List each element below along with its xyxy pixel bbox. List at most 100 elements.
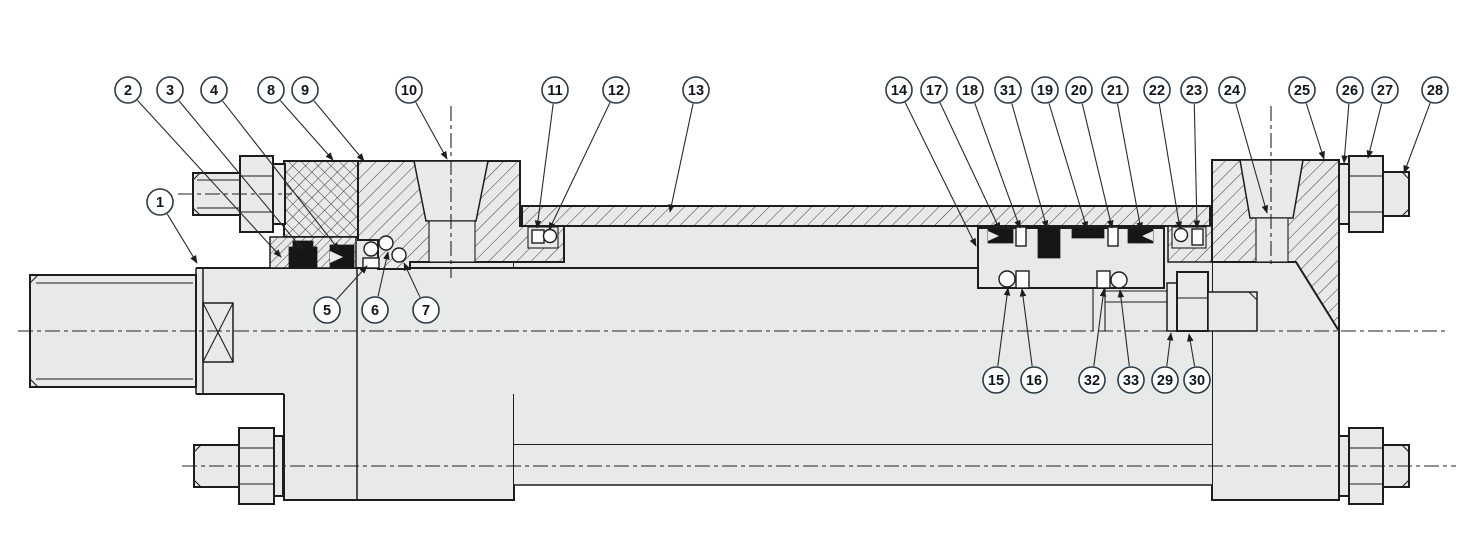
wear-ring [1071,227,1105,239]
cushion-sleeve [1092,288,1167,331]
gland-oring-c [391,247,407,263]
balloon-21 [1101,76,1129,104]
rod-seal [288,240,318,269]
tube-gasket-right [1191,228,1204,246]
piston-gasket-oring-left [998,270,1016,288]
balloon-number-31: 31 [1000,83,1016,99]
wiper-seal [329,244,355,269]
balloon-number-22: 22 [1149,83,1165,99]
leader-26 [1341,103,1350,164]
leader-12 [548,102,611,231]
piston-seal-right-lip [1142,231,1153,241]
balloon-number-16: 16 [1026,373,1042,389]
balloon-2 [114,76,142,104]
balloon-32 [1078,366,1106,394]
leader-18 [974,102,1021,229]
balloon-12 [602,76,630,104]
balloon-number-3: 3 [166,83,174,99]
leader-9 [313,100,365,162]
balloon-number-8: 8 [267,83,275,99]
leader-28 [1403,102,1431,174]
leader-7 [403,262,421,298]
balloon-number-23: 23 [1186,83,1202,99]
rod-port-neck [428,220,476,263]
balloon-26 [1336,76,1364,104]
balloon-30 [1183,366,1211,394]
balloon-29 [1151,366,1179,394]
gland-backup-ring [362,257,380,269]
balloon-28 [1421,76,1449,104]
cushion-oring [1110,271,1128,289]
tie-rod-end-top-right [1382,171,1410,217]
tube-gasket-left [531,229,545,244]
balloon-1 [146,188,174,216]
balloon-number-20: 20 [1071,83,1087,99]
leader-21 [1117,103,1143,231]
leader-23 [1193,103,1201,229]
gland-oring-b [378,235,394,251]
leader-20 [1081,103,1114,229]
balloon-number-26: 26 [1342,83,1358,99]
balloon-19 [1031,76,1059,104]
balloon-25 [1288,76,1316,104]
piston-seal-left-lip [988,231,999,241]
bottom-tie-rod [514,445,1212,485]
leader-5 [336,265,368,301]
balloon-16 [1020,366,1048,394]
piston-gasket-left [1015,270,1030,289]
piston-ring-left [1015,226,1027,247]
balloon-11 [541,76,569,104]
rod-cover-retainer [283,160,359,238]
balloon-number-10: 10 [401,83,417,99]
balloon-number-7: 7 [422,303,430,319]
leader-29 [1166,332,1174,367]
balloon-14 [885,76,913,104]
leader-3 [178,100,304,251]
balloon-number-6: 6 [371,303,379,319]
head-port-neck [1255,217,1289,263]
balloon-number-28: 28 [1427,83,1443,99]
balloon-number-32: 32 [1084,373,1100,389]
magnet [1037,226,1061,259]
balloon-number-33: 33 [1123,373,1139,389]
balloon-number-21: 21 [1107,83,1123,99]
balloon-9 [291,76,319,104]
leader-11 [534,103,554,229]
balloon-4 [200,76,228,104]
balloon-number-14: 14 [891,83,907,99]
balloon-3 [156,76,184,104]
leader-16 [1019,288,1033,367]
balloon-number-18: 18 [962,83,978,99]
tube-oring-left [542,228,558,244]
balloon-5 [313,296,341,324]
leader-30 [1187,333,1196,367]
balloon-17 [920,76,948,104]
balloon-number-15: 15 [988,373,1004,389]
balloon-number-29: 29 [1157,373,1173,389]
leader-1 [166,213,198,264]
rod-wrench-flats [202,302,234,363]
balloon-24 [1218,76,1246,104]
balloon-number-25: 25 [1294,83,1310,99]
leader-19 [1048,103,1088,230]
balloon-number-17: 17 [926,83,942,99]
leader-2 [137,99,282,258]
leader-6 [377,251,390,297]
rod-nut [1176,271,1209,332]
balloon-7 [412,296,440,324]
tie-rod-washer-top-right [1338,163,1350,225]
piston-seal-right [1127,228,1154,244]
balloon-number-5: 5 [323,303,331,319]
piston [977,227,1165,289]
leader-4 [222,100,340,251]
balloon-number-12: 12 [608,83,624,99]
balloon-number-13: 13 [688,83,704,99]
tie-rod-nut-top-right [1348,155,1384,233]
balloon-number-24: 24 [1224,83,1240,99]
balloon-number-30: 30 [1189,373,1205,389]
leader-25 [1305,103,1325,160]
balloon-18 [956,76,984,104]
leader-27 [1366,103,1383,159]
